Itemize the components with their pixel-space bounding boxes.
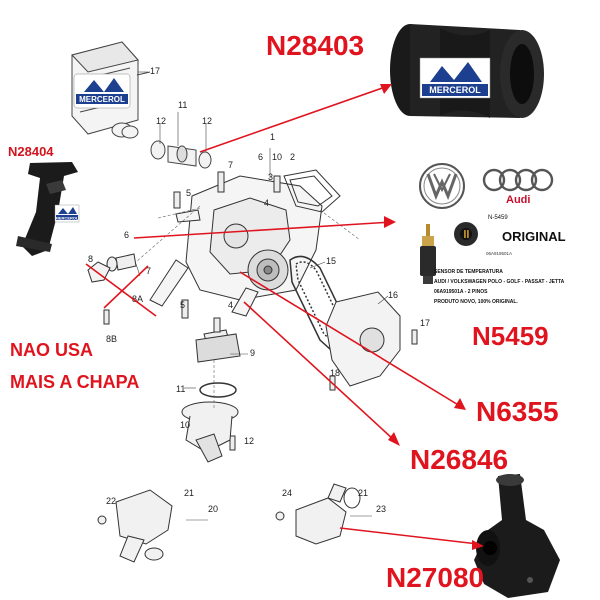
svg-text:11: 11 bbox=[178, 100, 187, 110]
svg-text:12: 12 bbox=[202, 116, 212, 126]
audi-rings-logo bbox=[482, 168, 554, 192]
svg-text:22: 22 bbox=[106, 496, 116, 506]
belt-cover-drawing bbox=[325, 291, 401, 387]
hose-connector-drawing bbox=[150, 140, 212, 169]
svg-text:8A: 8A bbox=[132, 294, 143, 304]
svg-text:7: 7 bbox=[146, 266, 151, 276]
svg-text:10: 10 bbox=[272, 152, 282, 162]
svg-text:12: 12 bbox=[244, 436, 254, 446]
red-arrowheads bbox=[380, 84, 484, 550]
svg-text:17: 17 bbox=[420, 318, 430, 328]
svg-text:9: 9 bbox=[250, 348, 255, 358]
brand-logo-mercerol-clip: MERCEROL bbox=[54, 204, 80, 223]
callout-n27080: N27080 bbox=[386, 562, 485, 593]
temperature-sensor-image bbox=[420, 224, 436, 284]
thermostat-housing-drawing bbox=[181, 401, 239, 463]
coolant-flange-middle-drawing bbox=[275, 483, 361, 545]
svg-text:24: 24 bbox=[282, 488, 292, 498]
svg-text:4: 4 bbox=[228, 300, 233, 310]
thermostat-drawing bbox=[195, 317, 241, 363]
svg-text:4: 4 bbox=[264, 198, 269, 208]
svg-text:3: 3 bbox=[268, 172, 273, 182]
note-line-1: NAO USA bbox=[10, 340, 94, 360]
coolant-flange-photo bbox=[474, 474, 560, 598]
coolant-flange-left-drawing bbox=[97, 489, 173, 563]
svg-text:23: 23 bbox=[376, 504, 386, 514]
oring-drawing bbox=[199, 382, 237, 398]
sensor-card-line-4: PRODUTO NOVO, 100% ORIGINAL. bbox=[434, 299, 518, 305]
svg-text:18: 18 bbox=[330, 368, 340, 378]
sensor-small-drawing bbox=[106, 253, 137, 272]
callout-n5459: N5459 bbox=[472, 321, 549, 351]
svg-text:12: 12 bbox=[156, 116, 166, 126]
water-pump-drawing bbox=[149, 175, 323, 317]
brand-logo-text-coupling: MERCEROL bbox=[429, 85, 481, 95]
svg-text:8B: 8B bbox=[106, 334, 117, 344]
part-number-labels: 17 11 12 12 1 6 10 2 3 7 5 4 6 8 7 8A 8B… bbox=[88, 66, 430, 514]
callout-n26846: N26846 bbox=[410, 444, 509, 475]
svg-text:15: 15 bbox=[326, 256, 336, 266]
brand-logo-mercerol-coupling: MERCEROL bbox=[419, 57, 491, 99]
red-arrows bbox=[85, 85, 479, 545]
note-line-2: MAIS A CHAPA bbox=[10, 372, 140, 392]
sensor-card-code: N-5459 bbox=[488, 215, 508, 221]
svg-text:21: 21 bbox=[184, 488, 194, 498]
svg-text:6: 6 bbox=[258, 152, 263, 162]
svg-text:5: 5 bbox=[180, 300, 185, 310]
callout-n6355: N6355 bbox=[476, 396, 559, 427]
svg-text:1: 1 bbox=[270, 132, 275, 142]
sensor-card-line-2: AUDI / VOLKSWAGEN POLO - GOLF - PASSAT -… bbox=[434, 279, 565, 285]
sensor-card-title: ORIGINAL bbox=[502, 229, 566, 244]
brand-logo-mercerol-cooler: MERCEROL bbox=[73, 73, 131, 109]
svg-text:5: 5 bbox=[186, 188, 191, 198]
vw-logo bbox=[419, 163, 465, 209]
sensor-top-view-image bbox=[454, 222, 478, 246]
svg-text:6: 6 bbox=[124, 230, 129, 240]
svg-text:2: 2 bbox=[290, 152, 295, 162]
svg-text:20: 20 bbox=[208, 504, 218, 514]
svg-text:10: 10 bbox=[180, 420, 190, 430]
brand-logo-text-cooler: MERCEROL bbox=[79, 95, 125, 104]
gasket-drawing bbox=[283, 169, 341, 213]
svg-text:8: 8 bbox=[88, 254, 93, 264]
svg-text:7: 7 bbox=[228, 160, 233, 170]
hose-clip-photo bbox=[16, 162, 78, 256]
svg-text:17: 17 bbox=[150, 66, 160, 76]
audi-wordmark: Audi bbox=[506, 194, 531, 206]
callout-n28403: N28403 bbox=[266, 30, 365, 61]
sensor-card-graphics bbox=[419, 163, 554, 284]
svg-text:11: 11 bbox=[176, 384, 185, 394]
sensor-card-line-3: 06A919501A - 2 PINOS bbox=[434, 289, 488, 295]
brand-logo-text-clip: MERCEROL bbox=[56, 216, 79, 221]
sensor-card-line-1: SENSOR DE TEMPERATURA bbox=[434, 269, 503, 275]
svg-text:16: 16 bbox=[388, 290, 398, 300]
sensor-card-small-code: 06A919501A bbox=[486, 251, 513, 256]
callout-n28404: N28404 bbox=[8, 144, 54, 159]
sensor-product-card: Audi ORIGINAL N-5459 06A919501A SENSOR D… bbox=[414, 160, 598, 330]
svg-text:21: 21 bbox=[358, 488, 368, 498]
